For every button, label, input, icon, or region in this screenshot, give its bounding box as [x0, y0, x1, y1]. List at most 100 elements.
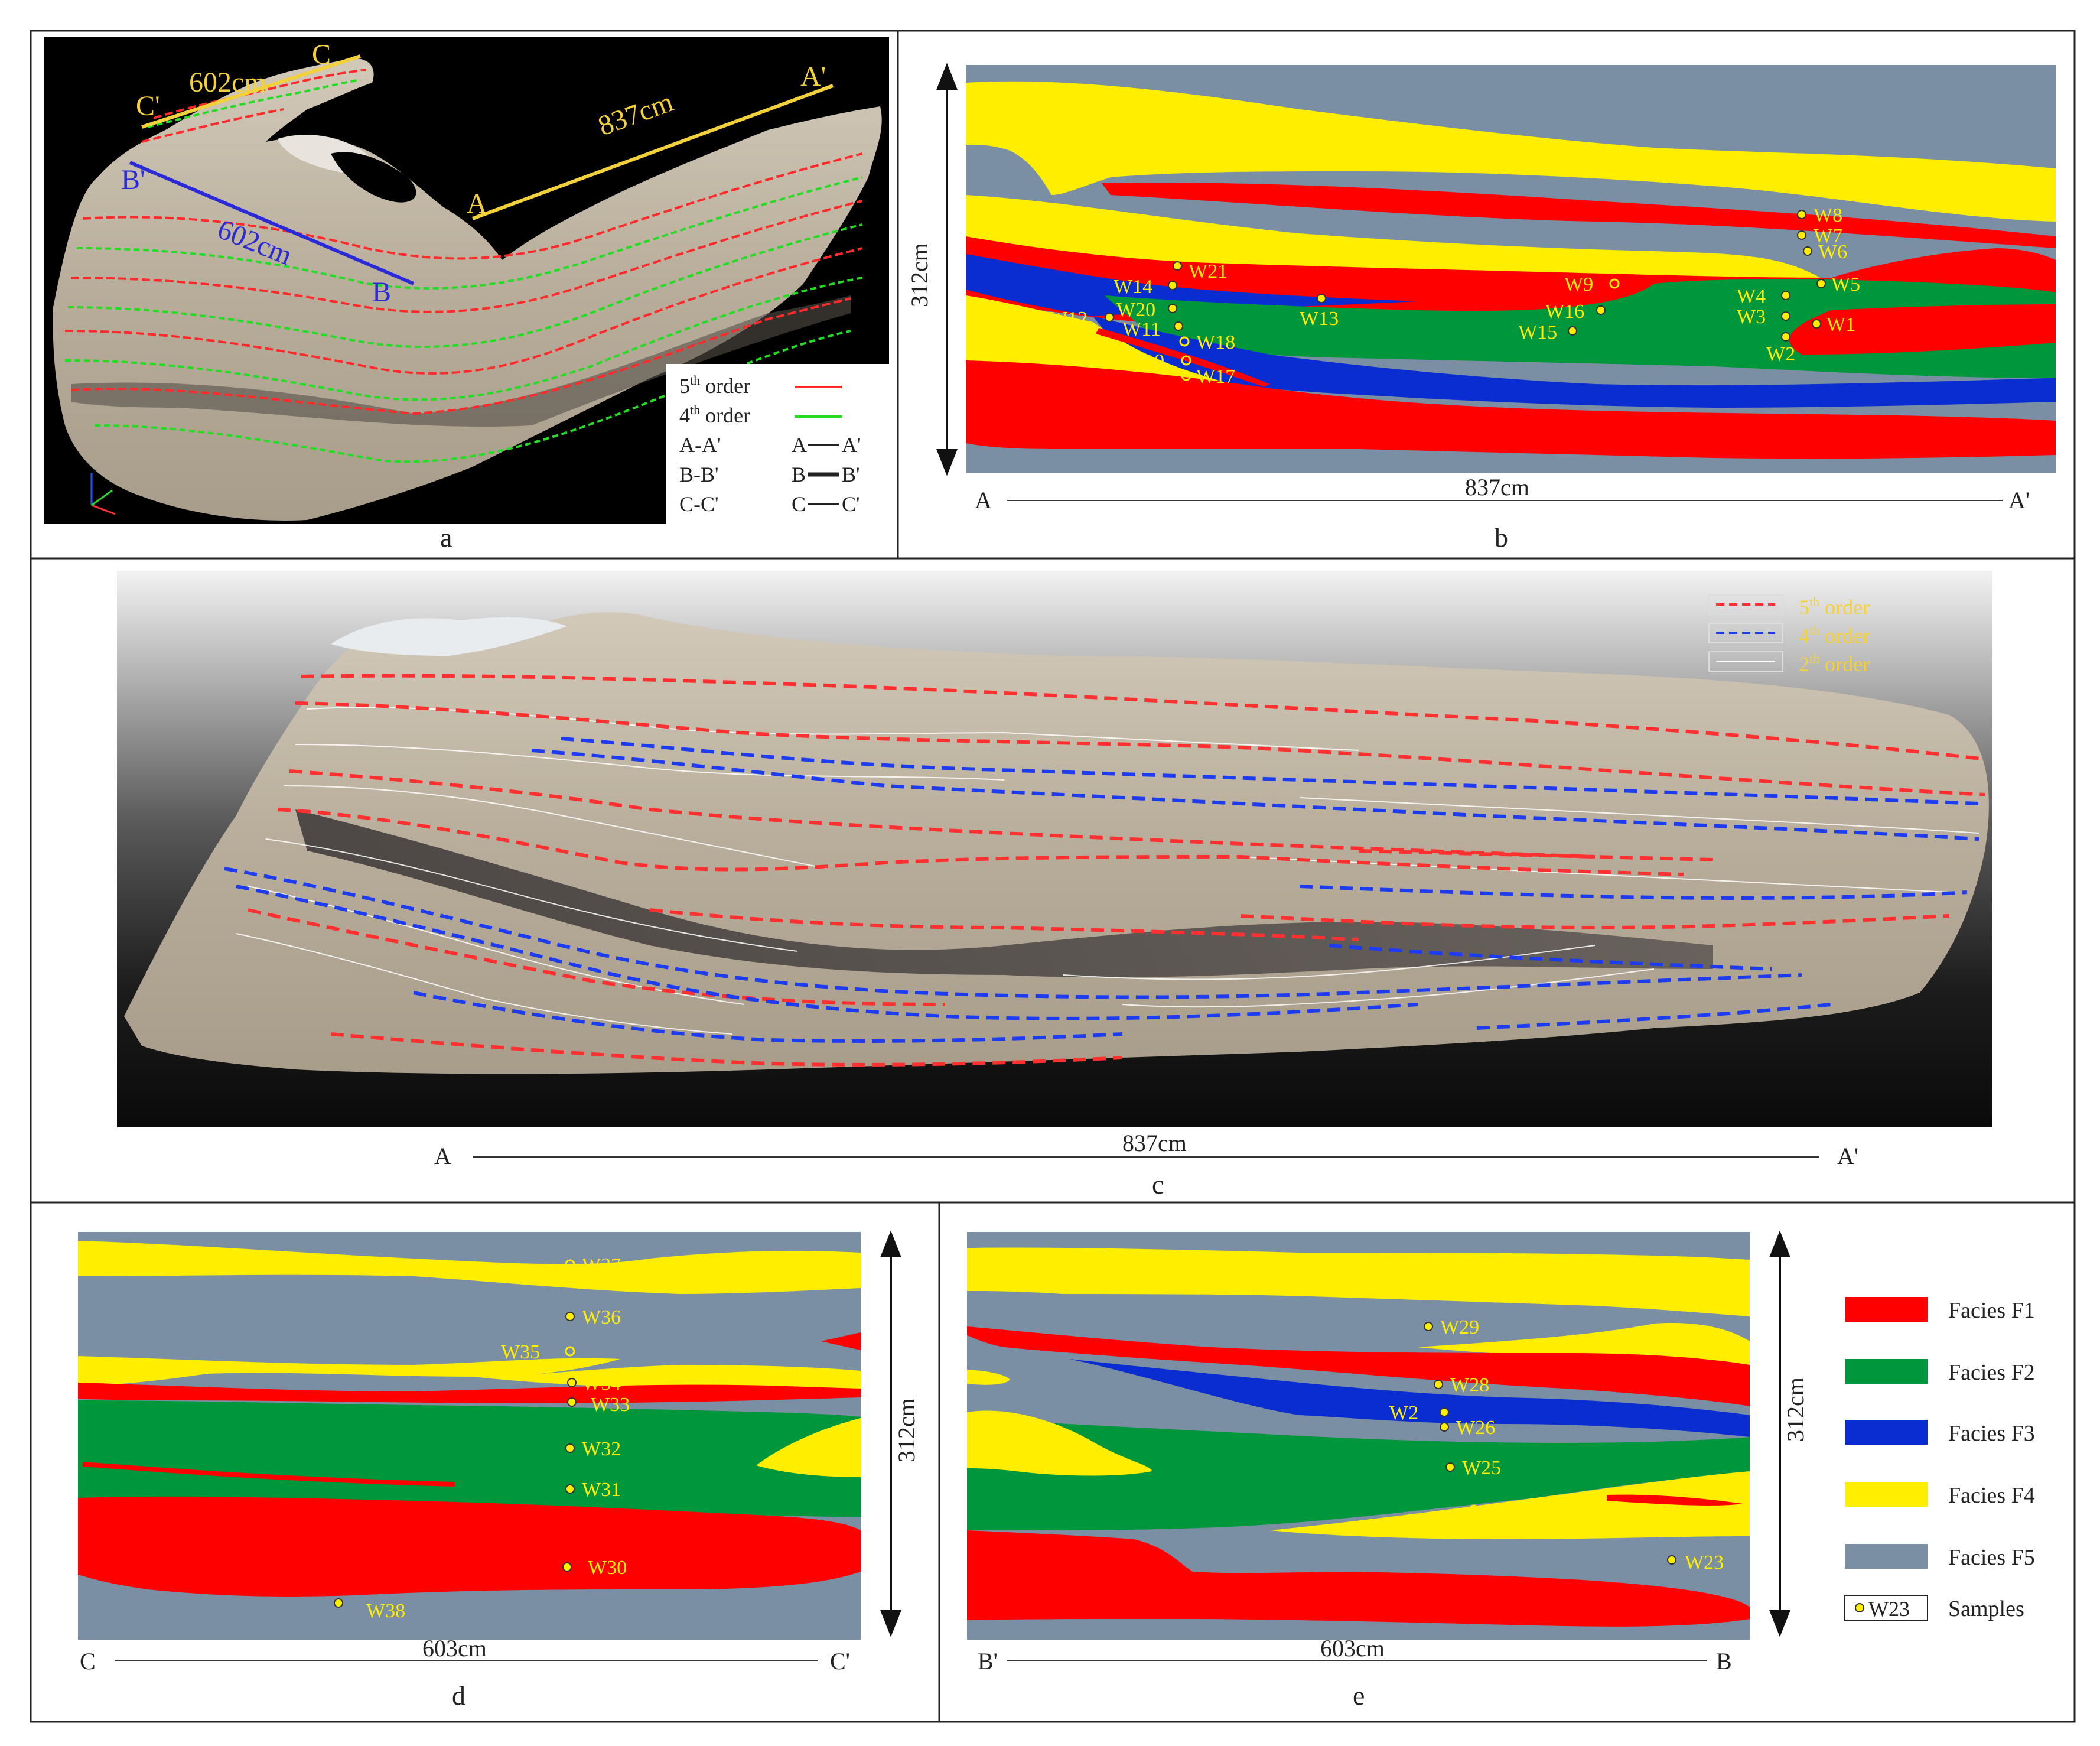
facies-f4-band-d1: [78, 1241, 861, 1294]
svg-text:C-C': C-C': [679, 492, 719, 516]
svg-text:W25: W25: [1462, 1457, 1501, 1479]
sample-dot: [562, 1562, 572, 1572]
svg-text:W11: W11: [1122, 318, 1161, 340]
label-a-prime: A': [800, 61, 826, 92]
panel-label-d: d: [452, 1680, 465, 1711]
facies-f1-band-d1: [78, 1383, 861, 1403]
legend-label-samples: Samples: [1948, 1597, 2024, 1621]
panel-d-right-end: C': [830, 1648, 850, 1675]
sample-dot: [1816, 279, 1826, 288]
svg-text:C: C: [792, 492, 806, 516]
sample-dot-open: [1181, 355, 1191, 366]
svg-text:W26: W26: [1456, 1417, 1495, 1439]
sample-dot: [1781, 311, 1790, 321]
panel-c-legend: 5th order 4th order 2th order: [1708, 594, 1870, 676]
sample-dot: [1596, 305, 1606, 315]
svg-text:W10: W10: [1125, 350, 1164, 372]
panel-c-left-end: A: [434, 1143, 451, 1169]
svg-text:W22: W22: [1189, 239, 1228, 261]
facies-f1-band-b1: [1102, 183, 2056, 248]
svg-text:W31: W31: [582, 1479, 621, 1501]
svg-text:A-A': A-A': [679, 433, 721, 457]
panel-label-a: a: [440, 522, 452, 552]
sample-dot: [1445, 1462, 1455, 1472]
sample-dot: [567, 1378, 577, 1387]
svg-text:W7: W7: [1814, 225, 1842, 247]
sample-dot: [565, 1443, 575, 1453]
facies-f1-streak-e: [1607, 1494, 1743, 1506]
section-line-bb: [129, 161, 415, 285]
svg-text:W6: W6: [1818, 241, 1847, 263]
sample-dot: [1434, 1380, 1443, 1389]
facies-f1-streak-d: [82, 1462, 455, 1487]
svg-text:4th order: 4th order: [1799, 623, 1870, 648]
svg-text:W21: W21: [1189, 261, 1228, 282]
svg-text:W9: W9: [1564, 274, 1593, 295]
svg-text:W2: W2: [1766, 343, 1795, 365]
sample-dot: [1440, 1422, 1449, 1432]
svg-text:W3: W3: [1737, 306, 1766, 328]
section-line-aa: [471, 84, 834, 220]
legend-label-f2: Facies F2: [1948, 1360, 2035, 1385]
legend-swatch-f5: [1845, 1544, 1928, 1569]
panel-b-left-end: A: [975, 487, 992, 513]
sample-dot: [1174, 321, 1183, 331]
outcrop-gap: [331, 152, 416, 203]
sample-dot: [1781, 332, 1790, 342]
sample-dot: [1317, 294, 1326, 303]
legend-label-f1: Facies F1: [1948, 1298, 2035, 1323]
svg-text:W17: W17: [1196, 366, 1235, 388]
svg-text:A: A: [792, 433, 807, 457]
panel-c-5th-order-lines: [248, 674, 1985, 1067]
svg-text:W35: W35: [501, 1341, 540, 1363]
svg-text:W29: W29: [1440, 1316, 1479, 1338]
svg-text:W28: W28: [1450, 1374, 1489, 1396]
sample-dot: [567, 1397, 577, 1407]
svg-text:W36: W36: [582, 1306, 621, 1328]
svg-text:B: B: [792, 463, 806, 486]
svg-text:4th order: 4th order: [679, 402, 750, 427]
svg-text:W5: W5: [1831, 274, 1860, 295]
facies-f1-band-e: [967, 1326, 1750, 1406]
panel-e-height-arrow: [1769, 1230, 1790, 1637]
legend-swatch-f4: [1845, 1482, 1928, 1507]
sample-dot-open: [1469, 1504, 1479, 1515]
svg-text:W14: W14: [1114, 276, 1152, 298]
svg-text:5th order: 5th order: [1799, 594, 1870, 619]
panel-b-width-label: 837cm: [1465, 474, 1529, 500]
legend-sample-example: W23: [1868, 1597, 1910, 1621]
sample-dot-open: [565, 1346, 575, 1357]
panel-d-left-end: C: [80, 1648, 96, 1675]
sample-dot: [565, 1484, 575, 1494]
svg-text:W2: W2: [1389, 1402, 1418, 1424]
label-c-prime: C': [136, 90, 160, 122]
facies-f4-band-e1: [967, 1247, 1750, 1316]
facies-f3-band-e: [1069, 1359, 1750, 1437]
panel-b-height-label: 312cm: [906, 243, 933, 307]
svg-text:W4: W4: [1737, 285, 1766, 307]
sample-dot-open: [1172, 244, 1183, 255]
panel-c-right-end: A': [1837, 1143, 1858, 1169]
sample-dot-open: [1609, 278, 1620, 289]
svg-text:B-B': B-B': [679, 463, 719, 486]
svg-text:W37: W37: [582, 1254, 621, 1276]
panel-a-5th-order-lines: [64, 69, 863, 415]
svg-text:B': B': [842, 463, 860, 486]
facies-f4-band-b1: [966, 81, 2056, 222]
sample-dot: [1797, 230, 1806, 240]
svg-text:W16: W16: [1545, 301, 1584, 323]
legend-label-f4: Facies F4: [1948, 1483, 2035, 1508]
svg-text:W24: W24: [1493, 1501, 1532, 1523]
sample-dot-open: [1179, 336, 1190, 347]
sample-dot: [1797, 210, 1806, 219]
svg-text:W32: W32: [582, 1438, 621, 1460]
facies-f2-band-d: [78, 1400, 861, 1517]
svg-text:W12: W12: [1049, 308, 1088, 330]
label-cc-length: 602cm: [189, 67, 266, 98]
panel-b-cross-section: [966, 65, 2056, 473]
facies-f4-band-e2: [1270, 1471, 1750, 1539]
sample-dot: [1173, 261, 1182, 271]
sample-dot-open: [1669, 1516, 1680, 1527]
facies-f1-band-d2: [78, 1496, 861, 1597]
